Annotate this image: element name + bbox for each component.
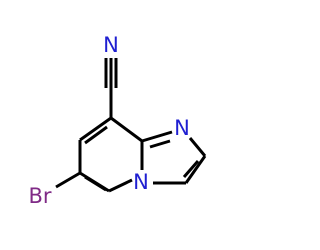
bridgehead-nitrogen-label: N (133, 170, 149, 194)
pyridine-ring-bonds (78, 116, 144, 193)
nitrile-triple-bond (104, 58, 118, 88)
molecule-structure: N N N Br (28, 33, 207, 208)
bromine-label: Br (28, 184, 51, 208)
imidazole-ring-bonds (141, 130, 207, 185)
nitrile-nitrogen-label: N (103, 33, 119, 57)
bond-c6-br (55, 171, 81, 189)
imidazole-nitrogen-label: N (174, 116, 190, 140)
